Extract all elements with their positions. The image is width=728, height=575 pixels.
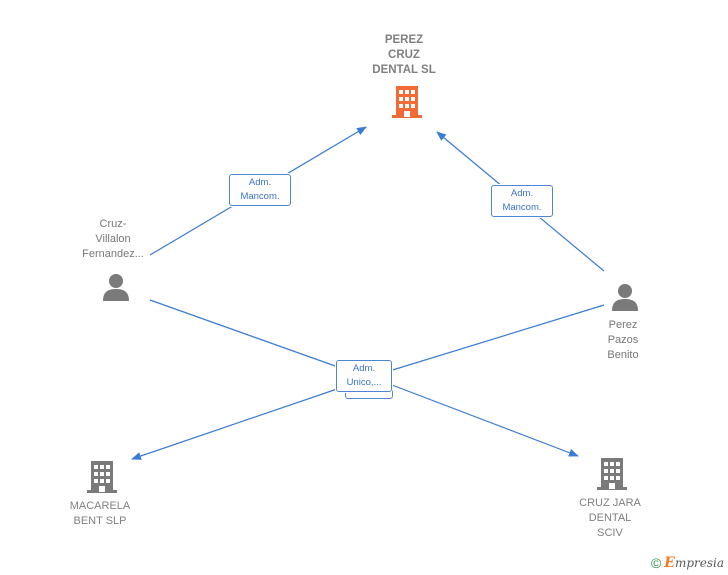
person-icon[interactable] [610, 282, 640, 312]
edge-label-pazos-to-perez[interactable]: Adm. Mancom. [491, 185, 553, 217]
empresia-logo: Empresia [664, 555, 724, 571]
edge-label-unico[interactable]: Adm. Unico,... [336, 360, 392, 392]
person-icon[interactable] [101, 272, 131, 302]
edge-pazos-to-unico [385, 304, 605, 373]
copyright-symbol: © [650, 555, 662, 571]
node-label-perez-cruz-dental[interactable]: PEREZ CRUZ DENTAL SL [372, 34, 436, 76]
node-label-cruz-villalon[interactable]: Cruz- Villalon Fernandez... [82, 218, 144, 260]
building-icon[interactable] [596, 455, 628, 491]
edge-unico-to-cruz-jara [391, 384, 579, 457]
node-label-macarela-bent[interactable]: MACARELA BENT SLP [69, 500, 131, 527]
edge-unico-to-macarela [131, 387, 341, 460]
node-label-perez-pazos[interactable]: Perez Pazos Benito [607, 319, 639, 361]
building-icon[interactable] [391, 83, 423, 119]
edge-label-cruz-to-perez[interactable]: Adm. Mancom. [229, 174, 291, 206]
watermark: © Empresia [651, 555, 724, 571]
node-label-cruz-jara[interactable]: CRUZ JARA DENTAL SCIV [579, 497, 641, 539]
building-icon[interactable] [86, 458, 118, 494]
edge-cruz-to-unico [149, 299, 353, 373]
